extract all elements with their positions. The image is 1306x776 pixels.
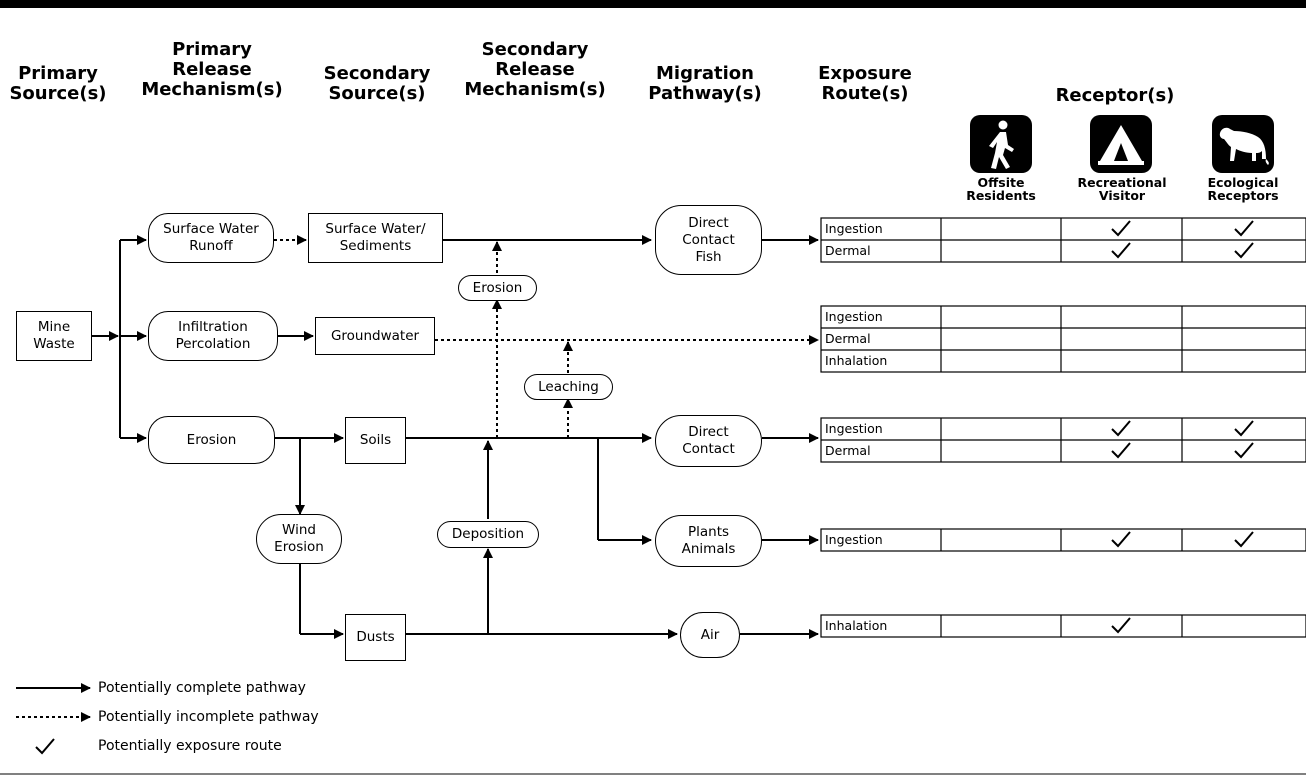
node-surface-water-sediments: Surface Water/ Sediments xyxy=(308,213,443,263)
mountain-lion-icon xyxy=(1212,115,1274,173)
node-direct-contact-fish: Direct Contact Fish xyxy=(655,205,762,275)
header-receptors: Receptor(s) xyxy=(1055,85,1175,106)
receptor-offsite-residents: Offsite Residents xyxy=(966,175,1036,203)
route-sw-ingestion: Ingestion xyxy=(825,221,883,236)
check-mark-soil_ingestion-ecological xyxy=(1234,420,1254,437)
node-mine-waste: Mine Waste xyxy=(16,311,92,361)
node-wind-erosion: Wind Erosion xyxy=(256,514,342,564)
node-dusts: Dusts xyxy=(345,614,406,661)
route-soil-ingestion: Ingestion xyxy=(825,421,883,436)
walking-person-icon xyxy=(970,115,1032,173)
node-deposition: Deposition xyxy=(437,521,539,548)
check-mark-sw_dermal-ecological xyxy=(1234,242,1254,259)
check-mark-soil_dermal-recreational xyxy=(1111,442,1131,459)
route-sw-dermal: Dermal xyxy=(825,243,871,258)
route-gw-ingestion: Ingestion xyxy=(825,309,883,324)
route-soil-dermal: Dermal xyxy=(825,443,871,458)
header-secondary-release: Secondary Release Mechanism(s) xyxy=(464,39,606,100)
header-primary-release: Primary Release Mechanism(s) xyxy=(141,39,283,100)
check-mark-soil_ingestion-recreational xyxy=(1111,420,1131,437)
node-erosion-secondary: Erosion xyxy=(458,275,537,301)
legend-exposure-label: Potentially exposure route xyxy=(98,738,282,754)
header-migration: Migration Pathway(s) xyxy=(648,63,762,104)
header-secondary-source: Secondary Source(s) xyxy=(323,63,431,104)
node-soils: Soils xyxy=(345,417,406,464)
route-plants-ingestion: Ingestion xyxy=(825,532,883,547)
receptor-recreational-visitor: Recreational Visitor xyxy=(1077,175,1167,203)
check-mark-soil_dermal-ecological xyxy=(1234,442,1254,459)
legend-check-icon xyxy=(35,738,55,755)
route-gw-dermal: Dermal xyxy=(825,331,871,346)
node-air: Air xyxy=(680,612,740,658)
header-primary-source: Primary Source(s) xyxy=(9,63,107,104)
receptor-ecological: Ecological Receptors xyxy=(1207,175,1279,203)
node-direct-contact: Direct Contact xyxy=(655,415,762,467)
header-exposure: Exposure Route(s) xyxy=(818,63,912,104)
node-groundwater: Groundwater xyxy=(315,317,435,355)
legend-incomplete-label: Potentially incomplete pathway xyxy=(98,709,319,725)
check-mark-plants_ingestion-recreational xyxy=(1111,531,1131,548)
check-mark-sw_ingestion-recreational xyxy=(1111,220,1131,237)
node-surface-water-runoff: Surface Water Runoff xyxy=(148,213,274,263)
check-mark-sw_ingestion-ecological xyxy=(1234,220,1254,237)
check-mark-sw_dermal-recreational xyxy=(1111,242,1131,259)
node-infiltration-percolation: Infiltration Percolation xyxy=(148,311,278,361)
check-mark-plants_ingestion-ecological xyxy=(1234,531,1254,548)
legend-complete-label: Potentially complete pathway xyxy=(98,680,306,696)
node-erosion-primary: Erosion xyxy=(148,416,275,464)
tent-icon xyxy=(1090,115,1152,173)
check-mark-air_inhalation-recreational xyxy=(1111,617,1131,634)
route-air-inhalation: Inhalation xyxy=(825,618,888,633)
node-leaching: Leaching xyxy=(524,374,613,400)
route-gw-inhalation: Inhalation xyxy=(825,353,888,368)
node-plants-animals: Plants Animals xyxy=(655,515,762,567)
